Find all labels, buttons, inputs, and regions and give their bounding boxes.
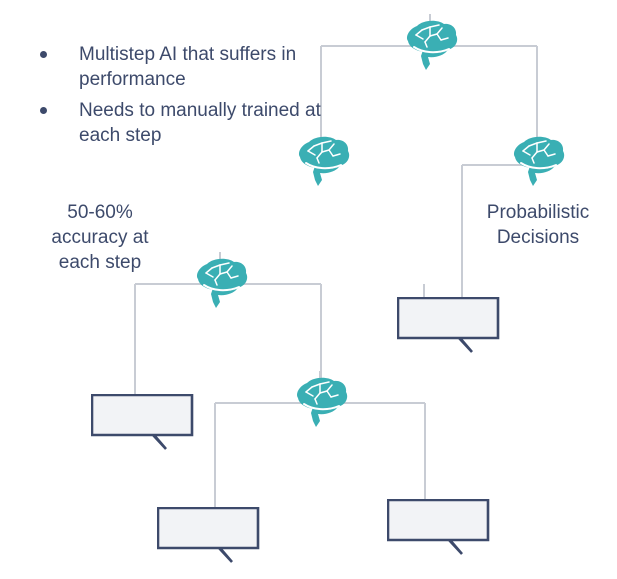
- brain-icon[interactable]: [506, 130, 568, 192]
- brain-icon[interactable]: [291, 130, 353, 192]
- brain-icon[interactable]: [399, 14, 461, 76]
- speech-bubble[interactable]: [397, 297, 500, 353]
- brain-icon[interactable]: [289, 371, 351, 433]
- bullet-text: Needs to manually trained at each step: [79, 100, 321, 146]
- list-item: Needs to manually trained at each step: [26, 98, 326, 148]
- list-item: Multistep AI that suffers in performance: [26, 42, 326, 92]
- speech-bubble[interactable]: [91, 394, 194, 450]
- brain-icon[interactable]: [189, 252, 251, 314]
- bullet-dot-icon: [40, 107, 47, 114]
- speech-bubble[interactable]: [157, 507, 260, 563]
- bullet-text: Multistep AI that suffers in performance: [79, 44, 297, 90]
- label-accuracy: 50-60% accuracy at each step: [51, 202, 149, 273]
- label-probabilistic-decisions: Probabilistic Decisions: [486, 202, 590, 248]
- bullet-list: Multistep AI that suffers in performance…: [26, 42, 326, 154]
- bullet-dot-icon: [40, 51, 47, 58]
- speech-bubble[interactable]: [387, 499, 490, 555]
